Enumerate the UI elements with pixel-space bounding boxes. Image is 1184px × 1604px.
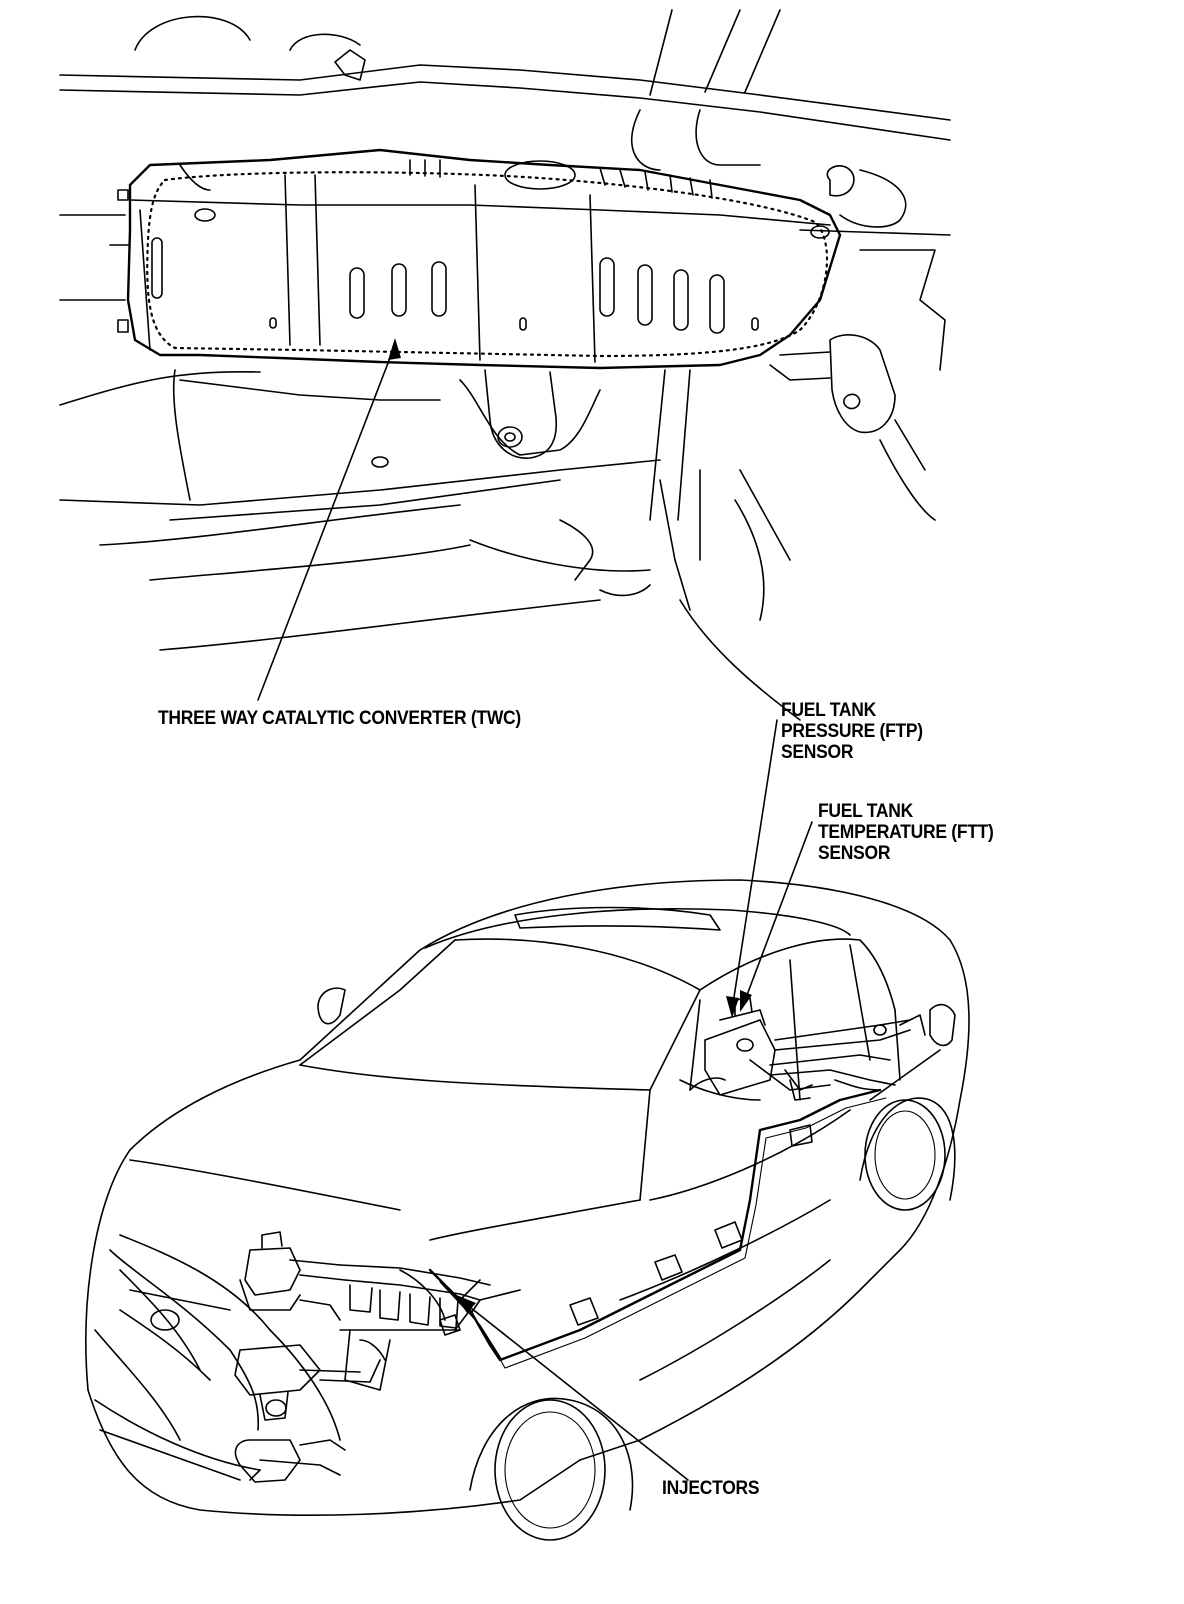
ftp-label-line-2: PRESSURE (FTP) [781, 721, 923, 742]
twc-label: THREE WAY CATALYTIC CONVERTER (TWC) [158, 708, 521, 729]
twc-label-text: THREE WAY CATALYTIC CONVERTER (TWC) [158, 708, 521, 729]
ftt-label-line-2: TEMPERATURE (FTT) [818, 822, 994, 843]
ftp-label-line-1: FUEL TANK [781, 700, 876, 721]
ftt-label-line-3: SENSOR [818, 843, 891, 864]
ftt-sensor-label: FUEL TANK TEMPERATURE (FTT) SENSOR [818, 801, 994, 864]
injectors-label-text: INJECTORS [662, 1478, 760, 1499]
ftp-label-line-3: SENSOR [781, 742, 854, 763]
ftp-sensor-label: FUEL TANK PRESSURE (FTP) SENSOR [781, 700, 923, 763]
injectors-label: INJECTORS [662, 1478, 760, 1499]
ftt-label-line-1: FUEL TANK [818, 801, 913, 822]
